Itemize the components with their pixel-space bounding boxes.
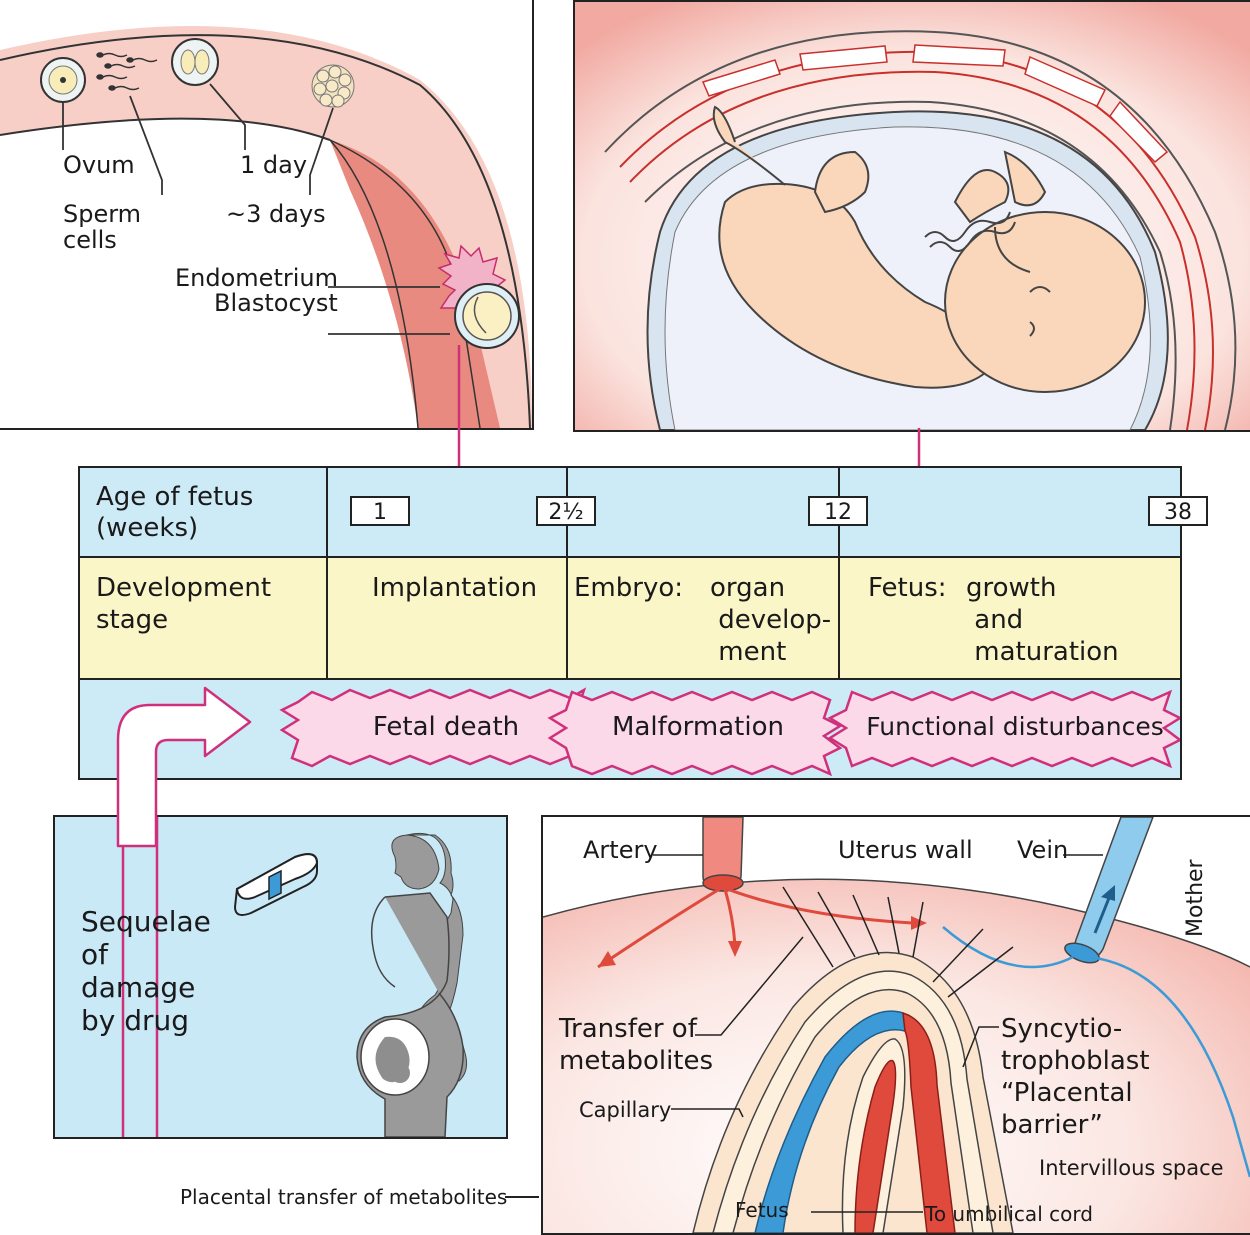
drug-damage-panel: Sequelae of damage by drug: [53, 815, 508, 1139]
exchange-arrows: [782, 886, 1014, 998]
effect-bursts: [279, 687, 1180, 777]
sperm-cells: [96, 52, 158, 91]
morula: [311, 64, 355, 108]
stage-row: [80, 558, 1180, 680]
blastocyst-label: Blastocyst: [214, 289, 338, 317]
three-days-label: ~3 days: [226, 200, 326, 228]
maternal-vein: [942, 817, 1250, 1178]
week-12-box: 12: [808, 496, 868, 526]
age-of-fetus-label: Age of fetus (weeks): [96, 482, 254, 543]
uterus-wall-label: Uterus wall: [838, 836, 973, 864]
fallopian-tube-illustration: [0, 26, 532, 428]
fetus-in-womb-illustration: [575, 2, 1250, 430]
chorionic-villus: [692, 951, 1014, 1233]
maternal-artery: [597, 817, 927, 969]
organ-development-label: organ develop- ment: [710, 573, 832, 667]
capillary-label: Capillary: [579, 1098, 672, 1122]
caption-leader-line: [505, 1196, 539, 1198]
age-row: [80, 468, 1180, 558]
blastocyst: [437, 244, 520, 349]
figure-caption: Placental transfer of metabolites: [180, 1185, 508, 1209]
two-cell-zygote: [171, 38, 219, 86]
to-umbilical-cord-label: To umbilical cord: [925, 1202, 1093, 1226]
functional-disturbances-burst: [827, 689, 1180, 769]
artery-label: Artery: [583, 836, 658, 864]
placental-transfer-panel: Artery Uterus wall Vein Mother Transfer …: [541, 815, 1250, 1235]
fetal-death-label: Fetal death: [372, 712, 520, 742]
placenta-cross-section: [543, 817, 1250, 1233]
intervillous-space-label: Intervillous space: [1039, 1156, 1224, 1180]
week-2-5-box: 2½: [536, 496, 596, 526]
pregnant-woman-illustration: [121, 817, 467, 1137]
embryo-label: Embryo:: [574, 573, 684, 603]
implantation-label: Implantation: [372, 573, 538, 603]
endometrium-label: Endometrium: [175, 264, 338, 292]
fetus-stage-label: Fetus:: [868, 573, 947, 603]
fetus-panel: [573, 0, 1250, 432]
ovum-cell: [40, 57, 86, 103]
week-38-box: 38: [1148, 496, 1208, 526]
growth-maturation-label: growth and maturation: [966, 573, 1119, 667]
fertilization-panel: Ovum Sperm cells 1 day ~3 days Endometri…: [0, 0, 534, 430]
fetus-label: Fetus: [735, 1198, 789, 1222]
vein-label: Vein: [1017, 836, 1069, 864]
syncytiotrophoblast-label: Syncytio- trophoblast “Placental barrier…: [1001, 1014, 1150, 1140]
drug-sequelae-text: Sequelae of damage by drug: [81, 905, 211, 1037]
one-day-label: 1 day: [240, 151, 308, 179]
malformation-burst: [547, 690, 843, 777]
functional-disturbances-label: Functional disturbances: [866, 712, 1164, 741]
development-timeline-table: Age of fetus (weeks) 1 2½ 12 38 Developm…: [78, 466, 1208, 780]
sperm-label: Sperm cells: [63, 200, 142, 254]
fetus: [712, 105, 1146, 393]
transfer-of-metabolites-label: Transfer of metabolites: [559, 1014, 714, 1076]
development-stage-label: Development stage: [96, 573, 272, 635]
week-1-box: 1: [350, 496, 410, 526]
pill-icon: [233, 853, 319, 916]
mother-label: Mother: [1183, 859, 1208, 937]
malformation-label: Malformation: [612, 712, 784, 742]
ovum-label: Ovum: [63, 151, 135, 179]
